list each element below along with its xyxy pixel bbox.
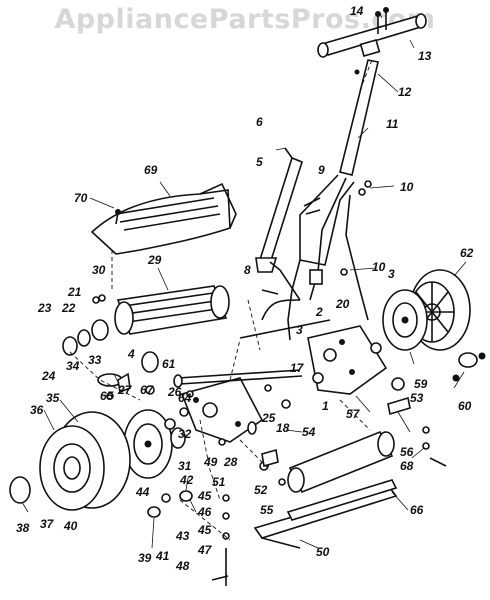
leader-lines	[21, 13, 467, 549]
part-label: 51	[212, 475, 226, 489]
part-label: 14	[350, 4, 364, 18]
part-label: 48	[175, 559, 190, 573]
part-label: 2	[315, 305, 323, 319]
part-label: 1	[322, 399, 329, 413]
part-label: 49	[203, 455, 218, 469]
bottom-blade	[253, 487, 398, 549]
part-label: 32	[178, 427, 192, 441]
part-label: 20	[335, 297, 350, 311]
right-side-plate	[307, 325, 388, 395]
part-label: 42	[179, 473, 194, 487]
upper-handle-tube	[339, 59, 379, 176]
part-label: 17	[290, 361, 305, 375]
part-label: 65	[100, 389, 114, 403]
part-label: 41	[155, 549, 170, 563]
part-label: 13	[418, 49, 432, 63]
reel-cylinder	[114, 285, 230, 335]
part-label: 45	[197, 489, 212, 503]
part-label: 43	[175, 529, 190, 543]
handle-grip	[317, 13, 427, 58]
part-label: 52	[254, 483, 268, 497]
rear-roller	[287, 430, 395, 494]
part-label: 56	[400, 445, 414, 459]
part-label: 46	[197, 505, 212, 519]
part-label: 53	[410, 391, 424, 405]
part-label: 44	[135, 485, 150, 499]
part-label: 66	[410, 503, 424, 517]
part-label: 40	[63, 519, 78, 533]
pinion-gear	[452, 352, 486, 382]
part-label: 6	[256, 115, 263, 129]
handle-screws	[375, 7, 389, 34]
left-wheel	[39, 411, 131, 511]
part-label: 67	[140, 383, 155, 397]
part-label: 12	[398, 85, 412, 99]
part-label: 25	[261, 411, 276, 425]
part-label: 55	[260, 503, 274, 517]
part-label: 70	[74, 191, 88, 205]
part-label: 8	[244, 263, 251, 277]
assembly-dashed-lines	[69, 59, 373, 541]
part-label: 35	[46, 391, 60, 405]
part-label: 39	[138, 551, 152, 565]
part-label: 29	[147, 253, 162, 267]
part-label: 11	[386, 117, 399, 131]
left-drive-gear	[123, 409, 186, 479]
part-label: 21	[67, 285, 82, 299]
grass-shield	[90, 182, 237, 255]
lower-handle-frame	[287, 174, 369, 341]
part-label: 50	[316, 545, 330, 559]
part-label: 59	[414, 377, 428, 391]
part-label: 62	[460, 246, 474, 260]
part-label: 18	[276, 421, 290, 435]
part-label: 22	[61, 301, 76, 315]
part-label: 60	[458, 399, 472, 413]
right-drive-gear	[382, 289, 428, 351]
part-label: 47	[197, 543, 213, 557]
part-label: 9	[318, 163, 325, 177]
part-label: 23	[37, 301, 52, 315]
part-label: 10	[372, 260, 386, 274]
connecting-rod	[173, 369, 303, 388]
part-label: 69	[144, 163, 158, 177]
small-fasteners	[62, 180, 447, 586]
part-label: 31	[178, 459, 192, 473]
part-label: 36	[30, 403, 44, 417]
part-label: 61	[162, 357, 176, 371]
part-label: 30	[92, 263, 106, 277]
part-label: 38	[16, 521, 30, 535]
bottom-bar	[286, 479, 398, 521]
part-label: 3	[388, 267, 395, 281]
part-label: 34	[66, 359, 80, 373]
part-label: 57	[346, 407, 361, 421]
part-label: 10	[400, 180, 414, 194]
handle-bar-2	[239, 261, 331, 339]
handle-arm	[255, 147, 303, 273]
part-label: 5	[256, 155, 263, 169]
part-label: 37	[40, 517, 55, 531]
part-label: 28	[223, 455, 238, 469]
hubcap	[9, 476, 31, 504]
part-label: 27	[117, 383, 133, 397]
part-label: 68	[400, 459, 414, 473]
part-label: 4	[127, 347, 135, 361]
part-label: 64	[178, 391, 192, 405]
part-label: 3	[296, 323, 303, 337]
part-label: 24	[41, 369, 56, 383]
part-label: 33	[88, 353, 102, 367]
part-number-labels: 1 2 3 3 4 5 6 8 9 10 10 11 12 13 14 17 1…	[16, 4, 474, 573]
part-label: 26	[167, 385, 182, 399]
part-label: 45	[197, 523, 212, 537]
part-label: 54	[302, 425, 316, 439]
